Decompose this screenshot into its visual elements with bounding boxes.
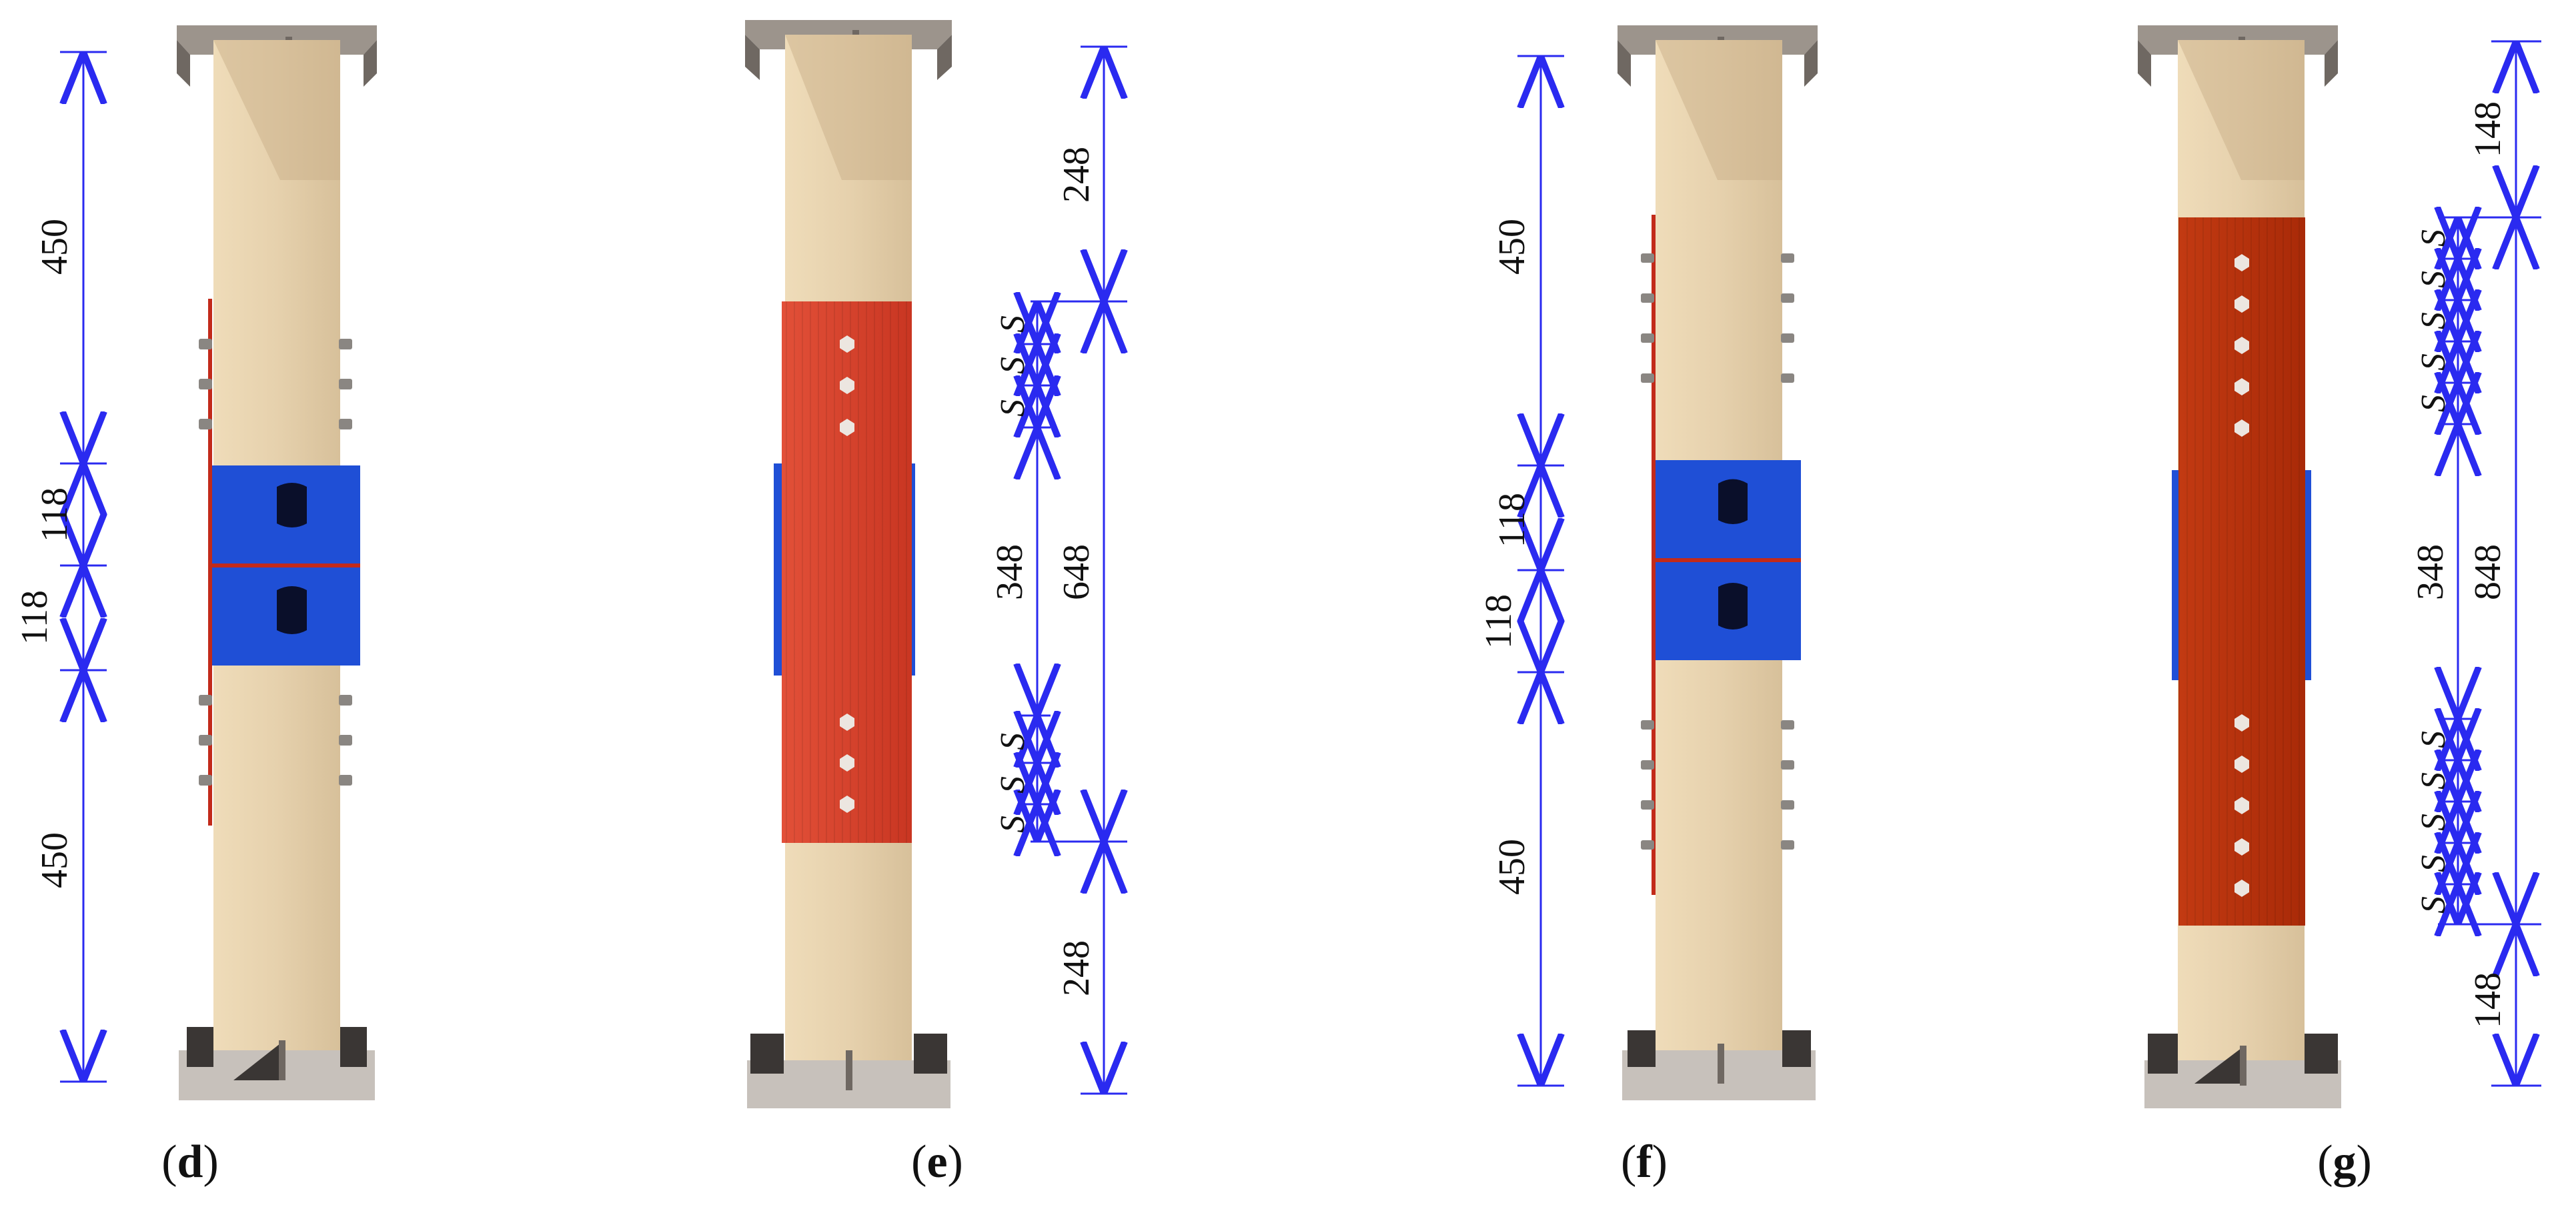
- base-plate: [2144, 1034, 2341, 1108]
- spacing-label: S: [2415, 271, 2453, 288]
- spacing-label: S: [2415, 855, 2453, 872]
- bolt-group: [1641, 253, 1794, 850]
- dim-label: 248: [1056, 147, 1097, 203]
- steel-strip: [1652, 215, 1656, 895]
- dim-label: 348: [989, 544, 1031, 600]
- spacing-label: S: [994, 399, 1032, 417]
- spacing-label: S: [2415, 731, 2453, 748]
- spacing-label: S: [2415, 229, 2453, 247]
- panel-label: (g): [2317, 1136, 2372, 1188]
- spacing-label: S: [994, 733, 1032, 750]
- panel-g: 148 848 148 348 S S S S S S S S S S (g): [2138, 25, 2541, 1188]
- blue-connector: [774, 463, 782, 676]
- panel-e: 248 648 248 348 S S S S S S (e): [745, 20, 1127, 1188]
- panel-letter: d: [177, 1136, 203, 1188]
- dim-label: 648: [1056, 544, 1097, 600]
- spacing-label: S: [2415, 312, 2453, 329]
- panel-f: 450 118 118 450 (f): [1478, 25, 1818, 1188]
- dim-label: 118: [14, 590, 55, 645]
- base-plate: [179, 1027, 375, 1100]
- panel-d: 450 118 118 450 (d): [14, 25, 377, 1188]
- panel-letter: e: [926, 1136, 947, 1188]
- base-plate: [747, 1034, 950, 1108]
- spacing-label: S: [994, 816, 1032, 833]
- dim-label: 148: [2467, 972, 2509, 1028]
- dim-label: 118: [1491, 493, 1533, 547]
- bolt-group: [199, 339, 352, 786]
- dim-label: 450: [34, 832, 75, 888]
- panel-label: (d): [161, 1136, 219, 1188]
- spacing-label: S: [994, 315, 1032, 333]
- dimension-lines: [2438, 40, 2541, 1087]
- spacing-label: S: [994, 357, 1032, 374]
- spacing-label: S: [2415, 353, 2453, 371]
- panel-label: (e): [911, 1136, 963, 1188]
- spacing-label: S: [2415, 896, 2453, 914]
- dim-label: 450: [34, 219, 75, 275]
- base-plate: [1622, 1030, 1816, 1100]
- bolt-holes: [2234, 254, 2249, 897]
- panel-label: (f): [1621, 1136, 1668, 1188]
- dim-label: 450: [1491, 839, 1533, 895]
- dimension-lines: [1021, 45, 1127, 1095]
- dim-label: 248: [1056, 940, 1097, 996]
- panel-letter: g: [2333, 1136, 2357, 1188]
- dim-label: 118: [1478, 594, 1519, 649]
- blue-connector: [212, 465, 360, 666]
- dim-label: 118: [34, 487, 75, 542]
- bolt-holes: [840, 335, 854, 813]
- spacing-label: S: [2415, 814, 2453, 831]
- panel-letter: f: [1636, 1136, 1652, 1188]
- blue-connector: [2172, 470, 2178, 680]
- dim-label: 148: [2467, 101, 2509, 157]
- dimension-lines: [1517, 55, 1564, 1087]
- steel-strip: [208, 299, 212, 826]
- dimension-lines: [60, 51, 107, 1083]
- dim-label: 450: [1491, 219, 1533, 275]
- spacing-label: S: [2415, 395, 2453, 412]
- spacing-label: S: [994, 776, 1032, 794]
- dim-label: 848: [2467, 544, 2509, 600]
- dim-label: 348: [2410, 544, 2451, 600]
- spacing-label: S: [2415, 772, 2453, 790]
- blue-connector: [1656, 460, 1801, 660]
